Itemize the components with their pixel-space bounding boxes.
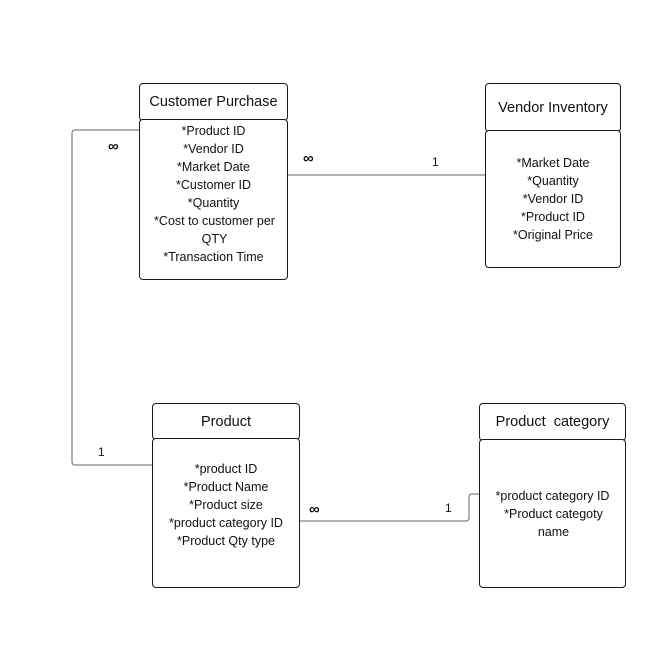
- attr-product-id: *Product ID: [181, 124, 246, 138]
- attr-transaction-time: *Transaction Time: [163, 250, 264, 264]
- product-category-header[interactable]: Product category: [479, 403, 626, 441]
- attr-quantity: *Quantity: [527, 174, 579, 188]
- attr-market-date: *Market Date: [177, 160, 250, 174]
- attr-vendor-id: *Vendor ID: [183, 142, 244, 156]
- customer-purchase-body[interactable]: *Product ID *Vendor ID *Market Date *Cus…: [139, 119, 288, 280]
- product-header[interactable]: Product: [152, 403, 300, 440]
- attr-product-category-id: *product category ID: [495, 489, 610, 503]
- vendor-inventory-header[interactable]: Vendor Inventory: [485, 83, 621, 132]
- product-title: Product: [201, 413, 251, 430]
- cardinality-one-purchase-vendor: 1: [432, 155, 439, 169]
- attr-customer-id: *Customer ID: [175, 178, 252, 192]
- attr-product-id: *Product ID: [521, 210, 585, 224]
- attr-product-size: *Product size: [189, 498, 263, 512]
- connector-product-category: [287, 490, 492, 522]
- attr-product-name: *Product Name: [183, 480, 269, 494]
- attr-product-category-name: *Product categoty name: [504, 507, 603, 539]
- cardinality-one-product-category: 1: [445, 501, 452, 515]
- customer-purchase-header[interactable]: Customer Purchase: [139, 83, 288, 121]
- cardinality-many-purchase-vendor: ∞: [303, 150, 314, 167]
- connector-purchase-vendor: [252, 147, 517, 202]
- attr-quantity: *Quantity: [187, 196, 240, 210]
- connector-purchase-product: [71, 129, 188, 469]
- cardinality-many-purchase-product: ∞: [108, 138, 119, 155]
- attr-cost-per-qty: *Cost to customer per QTY: [154, 214, 275, 246]
- attr-market-date: *Market Date: [516, 156, 590, 170]
- customer-purchase-title: Customer Purchase: [149, 94, 278, 110]
- product-category-title: Product category: [495, 414, 610, 430]
- attr-original-price: *Original Price: [513, 228, 593, 242]
- vendor-inventory-title: Vendor Inventory: [498, 99, 608, 116]
- attr-product-qty-type: *Product Qty type: [177, 534, 275, 548]
- cardinality-one-purchase-product: 1: [98, 445, 105, 459]
- attr-product-category-id: *product category ID: [169, 516, 283, 530]
- product-category-body[interactable]: *product category ID *Product categoty n…: [479, 439, 626, 588]
- product-body[interactable]: *product ID *Product Name *Product size …: [152, 438, 300, 588]
- attr-vendor-id: *Vendor ID: [522, 192, 584, 206]
- vendor-inventory-body[interactable]: *Market Date *Quantity *Vendor ID *Produ…: [485, 130, 621, 268]
- cardinality-many-product-category: ∞: [309, 501, 320, 518]
- attr-product-id: *product ID: [194, 462, 258, 476]
